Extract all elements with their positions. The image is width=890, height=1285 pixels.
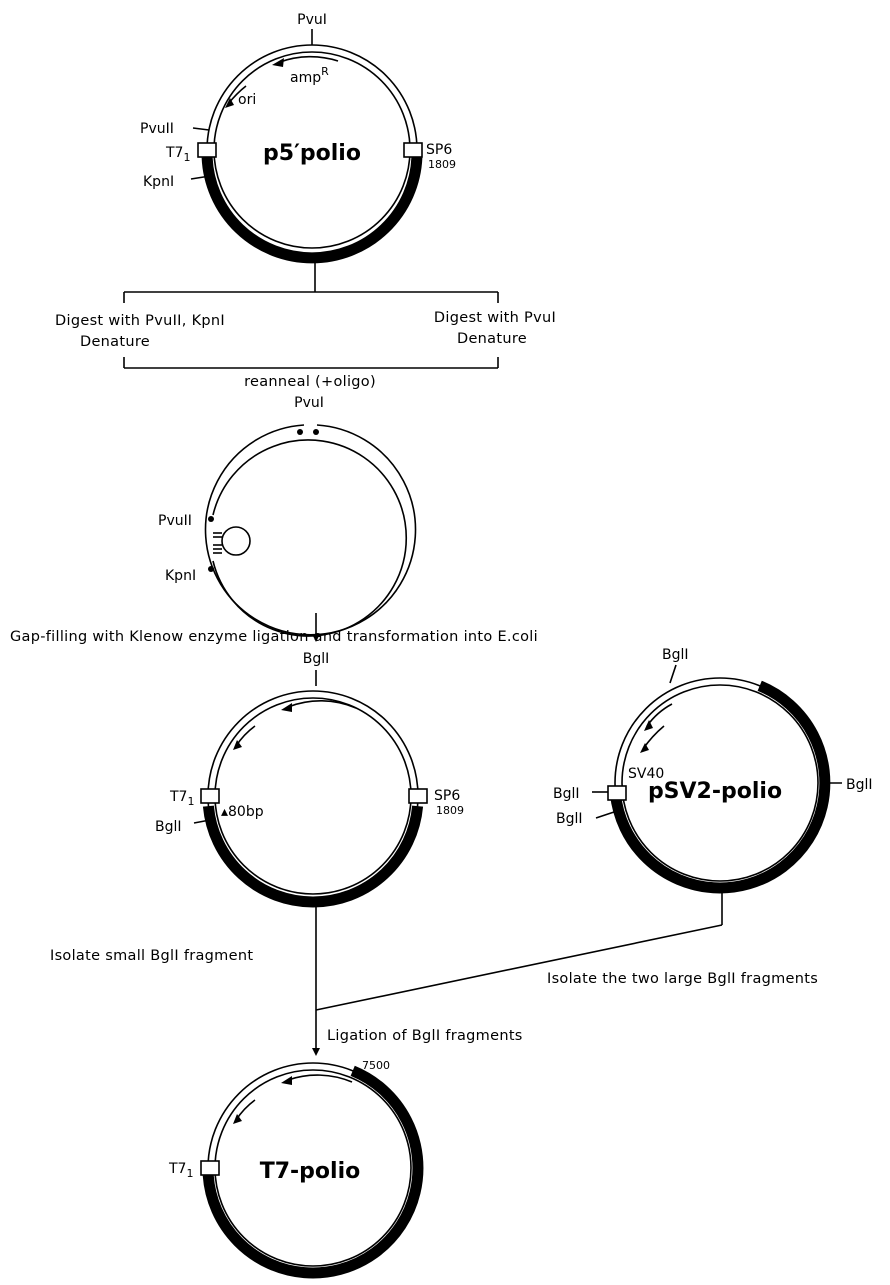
deleted-bglI-top-label: BglI xyxy=(303,651,330,667)
hetero-pvuII-label: PvuII xyxy=(158,513,192,529)
p5polio-pvuII-label: PvuII xyxy=(140,121,174,137)
psv2-bglI-right-label: BglI xyxy=(846,777,873,793)
plasmid-deleted: BglI T71 ▴80bp BglI SP6 1809 xyxy=(155,651,464,908)
step3-right-text: Isolate the two large BglI fragments xyxy=(547,971,818,987)
psv2-arrowhead-2 xyxy=(640,743,649,753)
psv2-arrowhead-1 xyxy=(644,720,653,731)
p5polio-pvuII-tick xyxy=(192,127,210,131)
deleted-80bp-label: ▴80bp xyxy=(221,804,264,820)
deleted-bglI-left-label: BglI xyxy=(155,819,182,835)
step3-ligation: Isolate small BglI fragment Isolate the … xyxy=(50,888,818,1056)
heteroduplex-molecule: PvuI PvuII KpnI xyxy=(158,395,417,637)
ampR-label: ampR xyxy=(290,65,329,86)
step3-left-text: Isolate small BglI fragment xyxy=(50,948,253,964)
psv2-sv40-label: SV40 xyxy=(628,766,664,782)
p5polio-t7-label: T71 xyxy=(165,145,190,164)
hetero-pvuI-end-left xyxy=(297,429,303,435)
plasmid-t7polio: 7500 T71 T7-polio xyxy=(168,1059,424,1279)
p5polio-pvuI-label: PvuI xyxy=(297,12,327,28)
p5polio-sp6-promoter-box xyxy=(403,142,423,158)
p5polio-polio-insert xyxy=(201,157,423,264)
deleted-t7-label: T71 xyxy=(169,789,194,808)
step2-gapfilling: Gap-filling with Klenow enzyme ligation … xyxy=(10,613,538,645)
p5polio-kpnI-label: KpnI xyxy=(143,174,174,190)
psv2-bglI-left2-label: BglI xyxy=(556,811,583,827)
hetero-inner-strand xyxy=(212,439,408,637)
psv2-name: pSV2-polio xyxy=(648,779,782,804)
ampR-arrowhead xyxy=(272,58,284,67)
ori-arrowhead xyxy=(225,98,234,108)
t7polio-ampR-arrowhead xyxy=(281,1076,292,1085)
t7polio-t7-promoter-box xyxy=(200,1160,220,1176)
p5polio-name: p5′polio xyxy=(263,141,361,166)
hetero-pvuI-label: PvuI xyxy=(294,395,324,411)
t7polio-ori-arrowhead xyxy=(233,1114,242,1124)
deleted-sp6-pos: 1809 xyxy=(436,804,464,817)
deleted-sp6-promoter-box xyxy=(408,788,428,804)
step3-arrowhead xyxy=(312,1048,320,1056)
t7polio-t7-label: T71 xyxy=(168,1161,193,1180)
hetero-pvuII-end xyxy=(208,516,214,522)
deleted-bglI-left-tick xyxy=(193,819,211,824)
step2-text: Gap-filling with Klenow enzyme ligation … xyxy=(10,629,538,645)
t7polio-ampR-arrow xyxy=(287,1074,353,1083)
psv2-bglI-top-label: BglI xyxy=(662,647,689,663)
psv2-sv40-box xyxy=(607,785,627,801)
deleted-ori-arrowhead xyxy=(233,740,242,750)
p5polio-sp6-label: SP6 xyxy=(426,142,452,158)
t7polio-name: T7-polio xyxy=(260,1159,361,1184)
deleted-t7-promoter-box xyxy=(200,788,220,804)
left-denature-text: Denature xyxy=(80,334,150,350)
psv2-bglI-left1-label: BglI xyxy=(553,786,580,802)
left-digest-text: Digest with PvuII, KpnI xyxy=(55,313,225,329)
reanneal-text: reanneal (+oligo) xyxy=(244,374,376,390)
psv2-arrow-1 xyxy=(646,703,673,727)
hetero-pvuI-end-right xyxy=(313,429,319,435)
deleted-ampR-arrow xyxy=(287,700,357,709)
p5polio-kpnI-tick xyxy=(190,175,211,180)
step3-diagonal xyxy=(315,924,723,1011)
t7polio-polio-insert xyxy=(202,1065,424,1279)
p5polio-t7-promoter-box xyxy=(197,142,217,158)
ori-label: ori xyxy=(238,92,256,108)
psv2-bglI-left2-tick xyxy=(595,811,615,819)
psv2-inner-strand xyxy=(621,684,819,882)
step2-arrowhead xyxy=(312,634,320,642)
deleted-ampR-arrowhead xyxy=(281,703,292,712)
plasmid-psv2polio: BglI SV40 BglI BglI BglI pSV2-polio xyxy=(553,647,873,894)
deleted-sp6-label: SP6 xyxy=(434,788,460,804)
right-denature-text: Denature xyxy=(457,331,527,347)
ampR-arrow-line xyxy=(279,55,339,63)
deleted-polio-insert xyxy=(202,805,424,908)
p5polio-sp6-pos: 1809 xyxy=(428,158,456,171)
plasmid-p5polio: PvuI ampR ori PvuII T71 KpnI SP6 1809 p5… xyxy=(140,12,456,264)
right-digest-text: Digest with PvuI xyxy=(434,310,556,326)
hetero-outer-strand xyxy=(204,424,417,636)
deleted-inner-strand xyxy=(214,697,412,895)
hetero-kpnI-end xyxy=(208,566,214,572)
psv2-polio-insert xyxy=(609,680,831,894)
oligo-loop xyxy=(221,526,251,556)
hetero-kpnI-label: KpnI xyxy=(165,568,196,584)
t7polio-pos-label: 7500 xyxy=(362,1059,390,1072)
psv2-bglI-top-tick xyxy=(669,664,677,684)
step1-digestion: Digest with PvuII, KpnI Denature Digest … xyxy=(55,255,556,390)
step3-ligation-text: Ligation of BglI fragments xyxy=(327,1028,523,1044)
